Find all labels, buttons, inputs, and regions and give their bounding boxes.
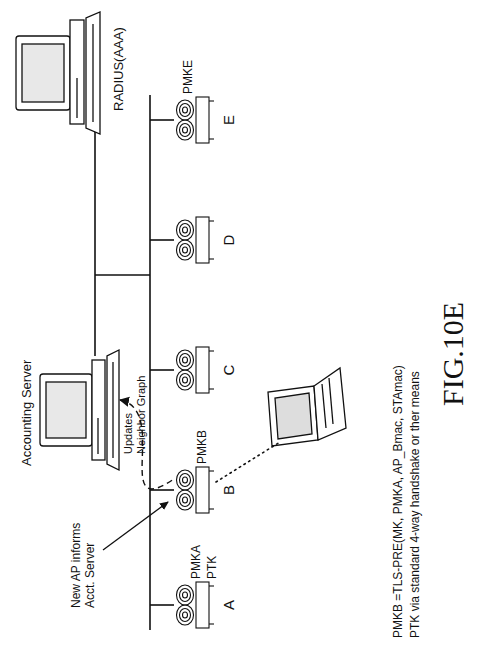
- server-node: RADIUS(AAA): [12, 8, 130, 133]
- ap-drop: [150, 369, 174, 371]
- laptop: [268, 368, 346, 446]
- access-point-node: E PMKE: [172, 53, 242, 148]
- key-label: PTK: [206, 538, 220, 579]
- node-label: A: [220, 595, 237, 615]
- node-label: Accounting Server: [20, 348, 35, 466]
- access-point-node: C: [172, 338, 242, 398]
- figure-caption: FIG.10E: [436, 206, 471, 406]
- access-point-node: D: [172, 208, 242, 268]
- ap-icon: [177, 347, 215, 393]
- edge-label: Updates Neighbor Graph: [122, 368, 147, 454]
- ap-icon: [177, 582, 215, 628]
- access-point-icons: [177, 97, 215, 628]
- wireless-link: [216, 442, 280, 482]
- formula-note: PMKB =TLS-PRE(MK, PMKA, AP_Bmac, STAmac): [392, 298, 406, 638]
- leader-arrow: [103, 502, 168, 550]
- key-label: PMKE: [182, 53, 196, 94]
- server-node: Accounting Server: [20, 348, 120, 470]
- network-bus: [149, 95, 151, 630]
- ap-icon: [177, 97, 215, 143]
- ap-drop: [150, 119, 174, 121]
- access-point-node: A PMKAPTK: [172, 538, 242, 633]
- ap-drop: [150, 604, 174, 606]
- radius-computer: [16, 12, 100, 134]
- node-label: E: [220, 110, 237, 130]
- server-link: [94, 123, 96, 356]
- key-label: PMKB: [196, 423, 210, 464]
- formula-note: PTK via standard 4-way handshake or ther…: [409, 298, 423, 638]
- ap-icon: [177, 217, 215, 263]
- node-label: C: [220, 360, 237, 380]
- server-stem: [95, 274, 150, 276]
- ap-icon: [177, 467, 215, 513]
- accounting-computer: [40, 350, 119, 470]
- callout-text: New AP informs Acct. Server: [70, 508, 98, 608]
- access-point-node: B PMKB: [172, 423, 242, 518]
- node-label: B: [220, 480, 237, 500]
- key-label: PMKA: [190, 538, 204, 579]
- node-label: RADIUS(AAA): [112, 8, 127, 111]
- ap-drop: [150, 239, 174, 241]
- node-label: D: [220, 230, 237, 250]
